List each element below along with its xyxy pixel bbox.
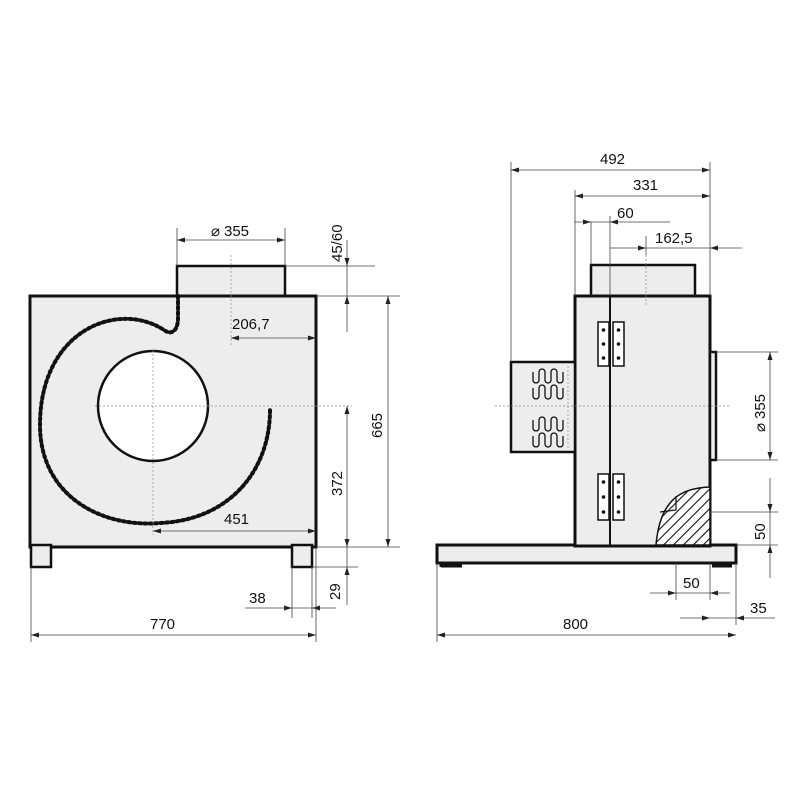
hinge-bottom bbox=[597, 473, 625, 521]
front-view: ⌀ 355 45/60 206,7 665 372 451 2 bbox=[28, 223, 400, 642]
side-base-plate bbox=[435, 543, 738, 565]
dim-base-overhang: 35 bbox=[750, 600, 767, 617]
dim-foot-width: 38 bbox=[249, 590, 266, 607]
side-inlet-box bbox=[509, 360, 577, 454]
inlet-fins bbox=[532, 368, 564, 448]
dim-total-height: 665 bbox=[369, 413, 386, 438]
dim-body-depth: 331 bbox=[633, 177, 658, 194]
dim-outlet-offset: 206,7 bbox=[232, 316, 270, 333]
dim-base-step: 50 bbox=[683, 575, 700, 592]
dim-outlet-offset-side: 60 bbox=[617, 205, 634, 222]
dim-total-depth: 492 bbox=[600, 151, 625, 168]
dim-front-inlet-diameter: 355 bbox=[224, 223, 249, 240]
dim-foot-height: 29 bbox=[327, 583, 344, 600]
hatched-wedge bbox=[655, 486, 711, 546]
dim-outlet-center-side: 162,5 bbox=[655, 230, 693, 247]
side-view: 492 331 60 162,5 ⌀ 355 50 bbox=[435, 151, 778, 642]
hinge-top bbox=[597, 321, 625, 367]
dim-outlet-height: 45/60 bbox=[329, 224, 346, 262]
volute-spiral bbox=[37, 294, 272, 526]
dim-center-height: 372 bbox=[329, 471, 346, 496]
dim-base-length: 800 bbox=[563, 616, 588, 633]
dim-side-diameter-symbol: ⌀ bbox=[752, 423, 769, 432]
dim-wedge-height: 50 bbox=[752, 523, 769, 540]
dim-outlet-diameter-side: 355 bbox=[752, 394, 769, 419]
side-outlet-collar bbox=[589, 263, 697, 300]
front-outlet-collar bbox=[175, 264, 287, 300]
dim-center-offset: 451 bbox=[224, 511, 249, 528]
dim-front-diameter-symbol: ⌀ bbox=[211, 223, 220, 240]
front-foot-right bbox=[290, 543, 314, 569]
front-foot-left bbox=[29, 543, 53, 569]
dim-total-width: 770 bbox=[150, 616, 175, 633]
